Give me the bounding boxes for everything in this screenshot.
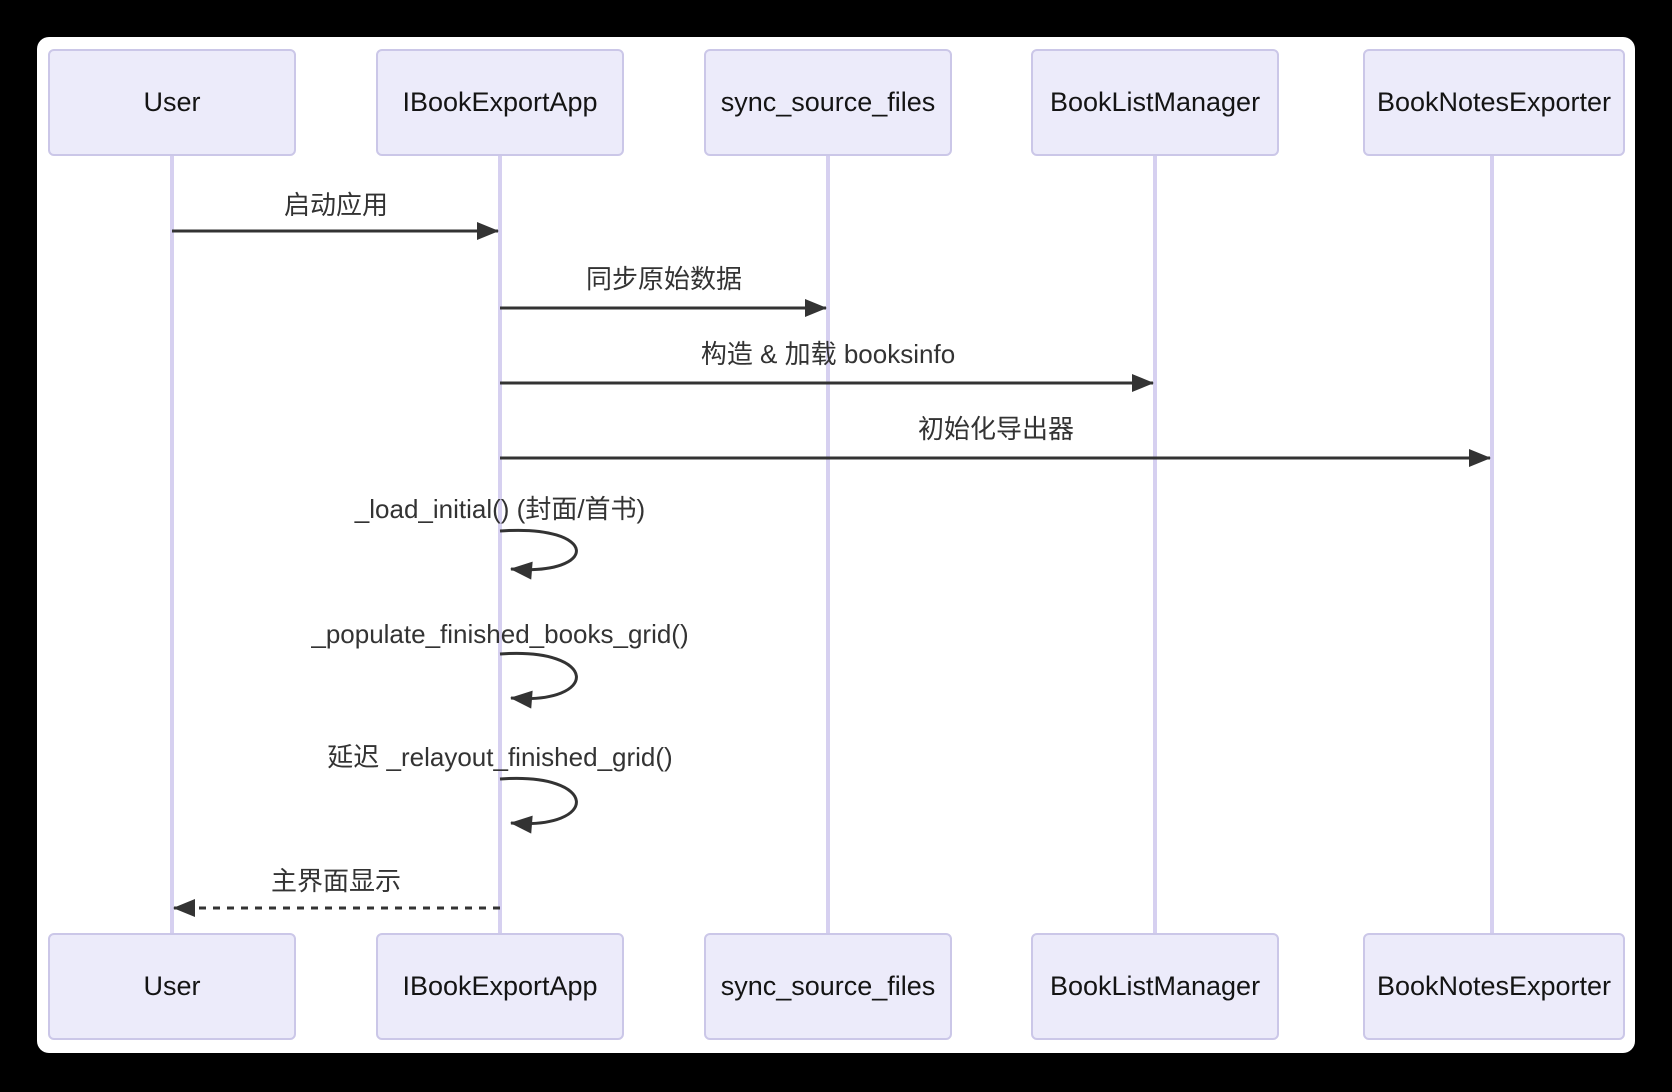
- actor-bottom-ibookexportapp: IBookExportApp: [376, 933, 624, 1040]
- self-loop-load-initial: [499, 528, 578, 580]
- actor-top-user: User: [48, 49, 296, 156]
- actor-label: User: [143, 87, 201, 117]
- actor-label: BookListManager: [1049, 971, 1261, 1001]
- actor-label: IBookExportApp: [402, 87, 598, 117]
- actor-top-booknotesexporter: BookNotesExporter: [1363, 49, 1625, 156]
- message-label-init-exporter: 初始化导出器: [917, 414, 1075, 444]
- self-loop-populate-finished-books-grid: [499, 651, 578, 709]
- actor-label: sync_source_files: [720, 971, 936, 1001]
- message-label-main-ui-display: 主界面显示: [270, 866, 402, 896]
- actor-label: IBookExportApp: [402, 971, 598, 1001]
- actor-label: BookListManager: [1049, 87, 1261, 117]
- actor-bottom-sync-source-files: sync_source_files: [704, 933, 952, 1040]
- actor-label: sync_source_files: [720, 87, 936, 117]
- actor-bottom-booknotesexporter: BookNotesExporter: [1363, 933, 1625, 1040]
- message-label-build-load-booksinfo: 构造 & 加载 booksinfo: [700, 339, 956, 369]
- message-label-sync-source-data: 同步原始数据: [585, 264, 743, 294]
- sequence-diagram-canvas: User IBookExportApp sync_source_files Bo…: [37, 37, 1635, 1053]
- actor-top-booklistmanager: BookListManager: [1031, 49, 1279, 156]
- message-label-delayed-relayout-finished-grid: 延迟 _relayout_finished_grid(): [327, 742, 673, 772]
- actor-label: User: [143, 971, 201, 1001]
- self-loop-delayed-relayout-finished-grid: [499, 776, 578, 834]
- diagram-connectors: [170, 156, 1494, 933]
- message-label-launch-app: 启动应用: [283, 190, 389, 220]
- actor-label: BookNotesExporter: [1376, 87, 1612, 117]
- actor-bottom-booklistmanager: BookListManager: [1031, 933, 1279, 1040]
- message-label-load-initial: _load_initial() (封面/首书): [354, 494, 646, 524]
- actor-label: BookNotesExporter: [1376, 971, 1612, 1001]
- actor-bottom-user: User: [48, 933, 296, 1040]
- actor-top-sync-source-files: sync_source_files: [704, 49, 952, 156]
- actor-top-ibookexportapp: IBookExportApp: [376, 49, 624, 156]
- message-label-populate-finished-books-grid: _populate_finished_books_grid(): [311, 619, 689, 649]
